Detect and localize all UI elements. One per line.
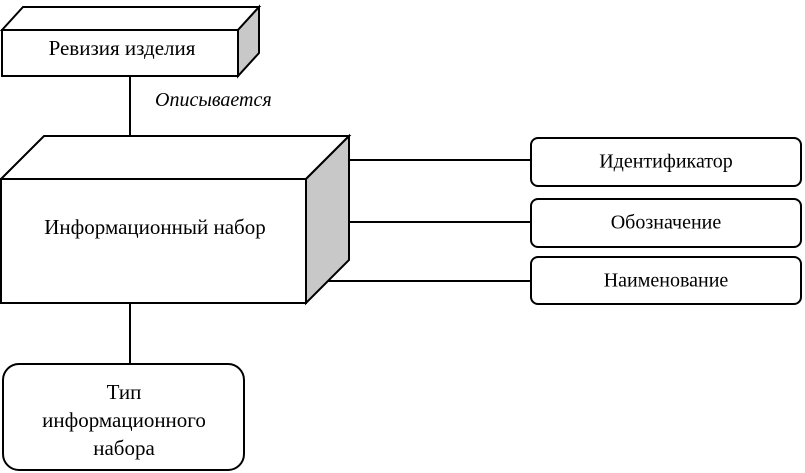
- info-set-box-front: [0, 178, 307, 304]
- attribute-designation-box: [530, 198, 802, 248]
- revision-box-top: [0, 6, 262, 31]
- attribute-identifier-box: [530, 137, 802, 187]
- type-box: Тип информационного набора: [2, 363, 245, 471]
- attribute-designation: Обозначение: [530, 198, 802, 248]
- type-box-frame: [2, 363, 245, 471]
- attribute-identifier-label: Идентификатор: [599, 151, 733, 173]
- info-set-box-label: Информационный набор: [44, 215, 265, 239]
- revision-box-front: [1, 29, 239, 77]
- attribute-name-label: Наименование: [604, 270, 729, 292]
- type-box-line-3: набора: [93, 436, 155, 460]
- relation-label: Описывается: [155, 89, 272, 111]
- info-set-box: Информационный набор: [0, 133, 352, 306]
- revision-box-label: Ревизия изделия: [49, 36, 196, 60]
- type-box-line-1: Тип: [107, 380, 142, 404]
- attribute-name: Наименование: [530, 256, 802, 305]
- attribute-name-box: [530, 256, 802, 305]
- attribute-identifier: Идентификатор: [530, 137, 802, 187]
- revision-box: Ревизия изделия: [0, 4, 262, 79]
- attribute-designation-label: Обозначение: [611, 212, 722, 234]
- info-set-box-top: [0, 135, 352, 180]
- type-box-line-2: информационного: [42, 408, 206, 432]
